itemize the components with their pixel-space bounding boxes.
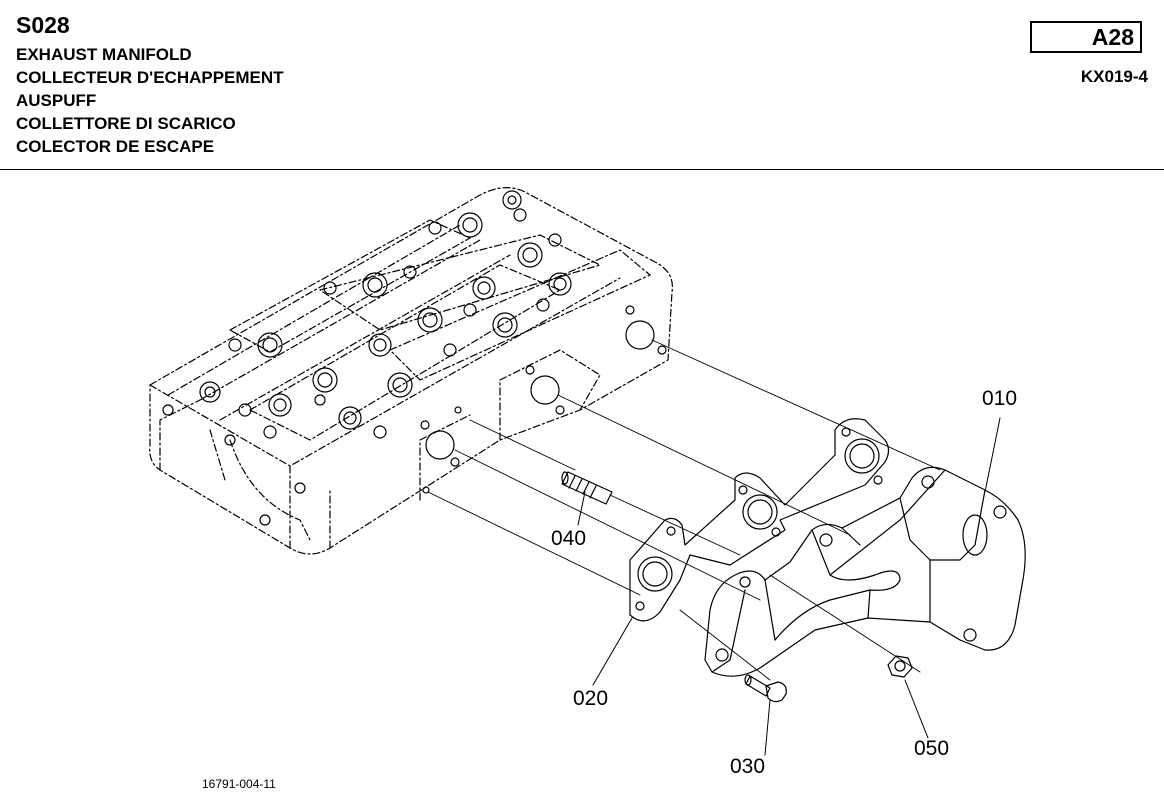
- title-spanish: COLECTOR DE ESCAPE: [16, 137, 215, 156]
- cylinder-head-outline: [149, 187, 673, 555]
- exhaust-manifold-part: [704, 466, 1026, 677]
- callout-030: 030: [730, 755, 765, 778]
- nut-part: [887, 655, 913, 678]
- callout-050: 050: [914, 737, 949, 760]
- callout-010: 010: [982, 387, 1017, 410]
- callout-020: 020: [573, 687, 608, 710]
- callout-040: 040: [551, 527, 586, 550]
- exploded-parts-diagram: 010 020 030 040 050: [149, 187, 1026, 778]
- section-code: S028: [16, 12, 70, 38]
- part-group-titles: EXHAUST MANIFOLD COLLECTEUR D'ECHAPPEMEN…: [16, 43, 284, 158]
- cylinder-head-details: [162, 190, 667, 526]
- title-english: EXHAUST MANIFOLD: [16, 45, 192, 64]
- stud-part: [561, 471, 613, 505]
- gasket-part: [629, 418, 890, 622]
- title-german: AUSPUFF: [16, 91, 97, 110]
- drawing-reference: 16791-004-11: [202, 777, 276, 791]
- model-code: KX019-4: [1080, 67, 1148, 86]
- header-divider: [0, 169, 1164, 170]
- leader-lines: [577, 417, 1001, 756]
- bolt-part: [744, 674, 787, 703]
- page-code-box: A28: [1030, 21, 1142, 53]
- title-french: COLLECTEUR D'ECHAPPEMENT: [16, 68, 284, 87]
- title-italian: COLLETTORE DI SCARICO: [16, 114, 236, 133]
- alignment-lines: [427, 339, 941, 681]
